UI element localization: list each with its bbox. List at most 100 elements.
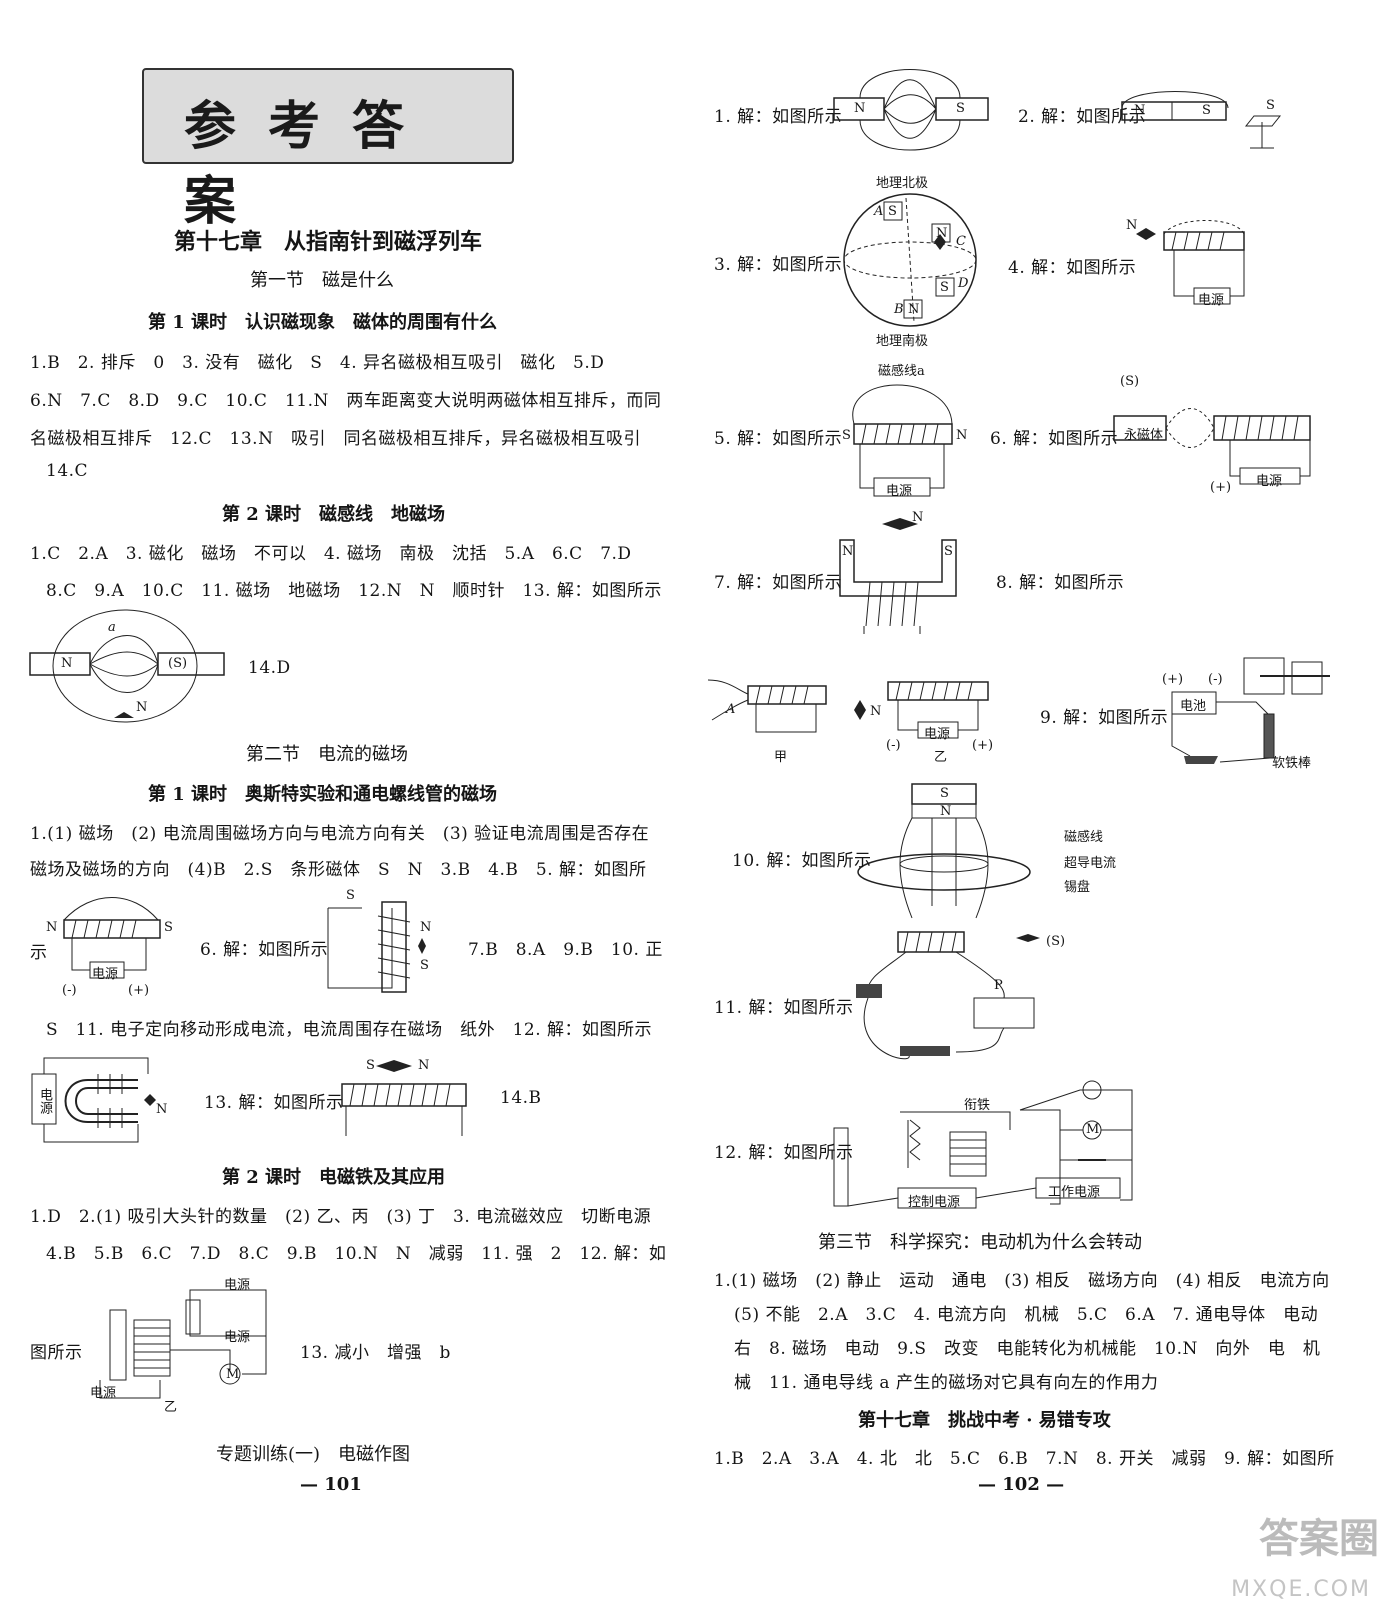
fig-label: 电源: [224, 1278, 251, 1293]
fig-label: S: [940, 786, 949, 801]
figure-r3-globe: A S N C S D B N: [840, 190, 980, 330]
fig-label: N: [156, 1102, 168, 1117]
answer-line: 6.N 7.C 8.D 9.C 10.C 11.N 两车距离变大说明两磁体相互排…: [30, 391, 662, 411]
figure-r7-u-core: N N S: [834, 510, 974, 640]
fig-label: 磁感线a: [878, 364, 925, 379]
fig-label: N: [956, 428, 968, 443]
figure-r11-circuit: (S) P: [846, 928, 1066, 1078]
answer-line: S 11. 电子定向移动形成电流，电流周围存在磁场 纸外 12. 解：如图所示: [46, 1020, 653, 1040]
fig-label: S: [366, 1058, 375, 1073]
fig-label: a: [108, 620, 116, 635]
fig-label: 甲: [774, 750, 788, 765]
answer-line: 2. 解：如图所示: [1018, 107, 1147, 127]
fig-label: N: [420, 920, 432, 935]
answer-line: 右 8. 磁场 电动 9.S 改变 电能转化为机械能 10.N 向外 电 机: [734, 1339, 1321, 1359]
fig-label: 乙: [934, 750, 948, 765]
figure-r4-solenoid: N 电源: [1126, 210, 1266, 320]
fig-label: B: [894, 302, 904, 317]
fig-label: 电源: [1198, 293, 1225, 308]
answer-line: 7.B 8.A 9.B 10. 正: [468, 940, 663, 960]
fig-label: M: [226, 1367, 240, 1382]
watermark-logo: 答案圈: [1259, 1516, 1379, 1562]
answer-line: 名磁极相互排斥 12.C 13.N 吸引 同名磁极相互排斥，异名磁极相互吸引: [30, 429, 641, 449]
answer-line: 1.B 2.A 3.A 4. 北 北 5.C 6.B 7.N 8. 开关 减弱 …: [714, 1449, 1335, 1469]
fig-label: 电源: [37, 1088, 52, 1114]
answer-line: 1.(1) 磁场 (2) 电流周围磁场方向与电流方向有关 (3) 验证电流周围是…: [30, 824, 650, 844]
answer-line: 8. 解：如图所示: [996, 573, 1125, 593]
answer-line: 6. 解：如图所示: [990, 429, 1119, 449]
answer-line: 4. 解：如图所示: [1008, 258, 1137, 278]
fig-label: 永磁体: [1124, 428, 1164, 443]
answer-line: 7. 解：如图所示: [714, 573, 843, 593]
answer-line: (5) 不能 2.A 3.C 4. 电流方向 机械 5.C 6.A 7. 通电导…: [734, 1305, 1319, 1325]
fig-label: 锡盘: [1064, 880, 1091, 895]
fig-label: 电源: [1256, 474, 1283, 489]
section-heading-1: 第一节 磁是什么: [250, 270, 394, 291]
lesson-heading-2: 第 2 课时 磁感线 地磁场: [222, 504, 446, 525]
fig-label: 超导电流: [1064, 856, 1117, 871]
fig-label: (-): [1208, 672, 1223, 687]
fig-label: N: [940, 804, 952, 819]
fig-label: (S): [168, 656, 188, 671]
fig-label: C: [956, 234, 966, 249]
special-training-heading: 专题训练(一) 电磁作图: [216, 1444, 411, 1465]
fig-label: S: [420, 958, 429, 973]
fig-label: (S): [1120, 374, 1140, 389]
fig-label: (+): [128, 983, 150, 998]
answer-line: 13. 解：如图所示: [204, 1093, 344, 1113]
figure-r9-battery-coil: (+) (-) 电池 软铁棒: [1160, 650, 1350, 780]
answer-line: 磁场及磁场的方向 (4)B 2.S 条形磁体 S N 3.B 4.B 5. 解：…: [30, 860, 647, 880]
answer-line: 图所示: [30, 1343, 83, 1363]
fig-label: P: [994, 978, 1003, 993]
answer-line: 13. 减小 增强 b: [300, 1343, 451, 1363]
fig-label: D: [958, 276, 969, 291]
fig-label: N: [136, 700, 148, 715]
figure-r8-jia-yi: A N 电源 (-) (+) 甲 乙: [708, 660, 1018, 770]
fig-label: (+): [972, 738, 994, 753]
fig-label: S: [1202, 103, 1211, 118]
figure-solenoid-5: N S 电源 (-) (+): [42, 890, 182, 1000]
fig-label: A: [874, 204, 884, 219]
answer-line: 1.B 2. 排斥 0 3. 没有 磁化 S 4. 异名磁极相互吸引 磁化 5.…: [30, 353, 605, 373]
fig-label: S: [956, 101, 965, 116]
fig-label: N: [912, 510, 924, 525]
fig-label: S: [346, 888, 355, 903]
fig-label: 磁感线: [1064, 830, 1104, 845]
answer-line: 8.C 9.A 10.C 11. 磁场 地磁场 12.N N 顺时针 13. 解…: [46, 581, 662, 601]
fig-label: 地理北极: [876, 176, 929, 191]
fig-label: (+): [1210, 480, 1232, 495]
fig-label: N: [842, 544, 854, 559]
answer-line: 1.D 2.(1) 吸引大头针的数量 (2) 乙、丙 (3) 丁 3. 电流磁效…: [30, 1207, 652, 1227]
lesson-heading-3: 第 1 课时 奥斯特实验和通电螺线管的磁场: [148, 784, 498, 805]
fig-label: 电源: [924, 727, 951, 742]
answer-line: 14.D: [248, 658, 291, 678]
fig-label: N: [418, 1058, 430, 1073]
figure-r5-solenoid: S N 电源: [840, 372, 970, 502]
answer-line: 3. 解：如图所示: [714, 255, 843, 275]
figure-relay-circuit: 电源 电源 M 电源 乙: [90, 1270, 280, 1415]
fig-label: N: [854, 101, 866, 116]
answer-line: 14.C: [46, 461, 89, 481]
fig-label: 控制电源: [908, 1195, 961, 1210]
figure-solenoid-6: S N S: [322, 888, 442, 998]
fig-label: N: [908, 302, 920, 317]
lesson-heading-4: 第 2 课时 电磁铁及其应用: [222, 1167, 446, 1188]
figure-u-electromagnet: 电源 N: [28, 1050, 178, 1150]
answer-line: 10. 解：如图所示: [732, 851, 872, 871]
figure-bar-magnets: N (S) a N: [28, 608, 228, 738]
answer-line: 1.C 2.A 3. 磁化 磁场 不可以 4. 磁场 南极 沈括 5.A 6.C…: [30, 544, 632, 564]
section-heading-2: 第二节 电流的磁场: [246, 744, 408, 765]
fig-label: N: [61, 656, 73, 671]
challenge-heading: 第十七章 挑战中考 · 易错专攻: [858, 1410, 1111, 1431]
figure-r1-magnets: N S: [820, 60, 1000, 170]
answer-line: 1. 解：如图所示: [714, 107, 843, 127]
fig-label: 电源: [224, 1330, 251, 1345]
fig-label: S: [944, 544, 953, 559]
answer-line: 12. 解：如图所示: [714, 1143, 854, 1163]
answer-line: 5. 解：如图所示: [714, 429, 843, 449]
fig-label: S: [842, 428, 851, 443]
fig-label: S: [164, 920, 173, 935]
fig-label: 电池: [1180, 699, 1207, 714]
figure-r6-magnet-solenoid: (S) 永磁体 电源 (+): [1110, 372, 1320, 495]
fig-label: A: [726, 702, 736, 717]
